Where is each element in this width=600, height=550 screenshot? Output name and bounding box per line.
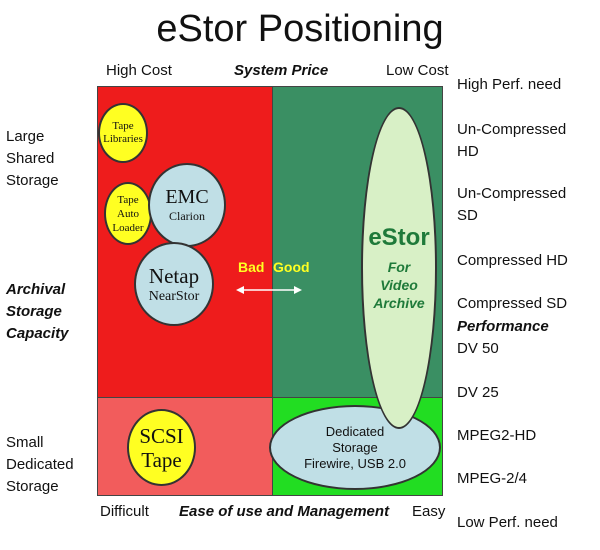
bad-label: Bad xyxy=(238,259,265,275)
left-bottom-line-2: Dedicated xyxy=(6,456,74,473)
format-compressed-hd: Compressed HD xyxy=(457,252,568,269)
tape-auto-loader-line-1: Tape xyxy=(117,193,139,206)
estor-sub-line-2: Video xyxy=(380,277,418,293)
emc-clarion-bubble: EMC Clarion xyxy=(148,163,226,247)
low-perf-need-label: Low Perf. need xyxy=(457,514,558,531)
format-uncompressed-hd-line-2: HD xyxy=(457,143,479,160)
tape-label: Tape xyxy=(141,447,182,472)
estor-subtitle: For Video Archive xyxy=(373,258,424,312)
easy-label: Easy xyxy=(412,503,446,520)
format-mpeg-2-4: MPEG-2/4 xyxy=(457,470,528,487)
tape-auto-loader-line-2: Auto xyxy=(117,207,139,220)
page-title: eStor Positioning xyxy=(156,8,444,50)
small-dedicated-storage-label: Small Dedicated Storage xyxy=(6,432,74,498)
estor-bubble: eStor For Video Archive xyxy=(361,107,437,429)
left-bottom-line-1: Small xyxy=(6,434,44,451)
tape-libraries-bubble: Tape Libraries xyxy=(98,103,148,163)
dedicated-line-1: Dedicated xyxy=(325,423,385,439)
performance-label: Performance xyxy=(457,318,549,335)
dedicated-line-3: Firewire, USB 2.0 xyxy=(304,455,406,471)
dedicated-line-2: Storage xyxy=(332,439,378,455)
format-uncompressed-sd-line-2: SD xyxy=(457,207,478,224)
high-perf-need-label: High Perf. need xyxy=(457,76,562,93)
high-cost-label: High Cost xyxy=(106,62,172,79)
large-shared-storage-label: Large Shared Storage xyxy=(6,126,59,192)
system-price-label: System Price xyxy=(234,62,329,79)
clarion-label: Clarion xyxy=(169,209,205,223)
tape-auto-loader-line-3: Loader xyxy=(112,221,144,234)
nearstor-label: NearStor xyxy=(148,288,200,304)
netap-label: Netap xyxy=(148,263,200,288)
left-bottom-line-3: Storage xyxy=(6,478,59,495)
archival-storage-capacity-label: Archival Storage Capacity xyxy=(6,279,69,345)
good-label: Good xyxy=(273,259,310,275)
format-uncompressed-hd-line-1: Un-Compressed xyxy=(457,121,567,138)
left-top-line-3: Storage xyxy=(6,172,59,189)
estor-label: eStor xyxy=(368,224,430,251)
tape-libraries-line-2: Libraries xyxy=(103,133,143,145)
tape-auto-loader-bubble: Tape Auto Loader xyxy=(104,182,152,245)
double-arrow-icon xyxy=(236,286,302,294)
format-uncompressed-sd-line-1: Un-Compressed xyxy=(457,185,567,202)
left-mid-line-3: Capacity xyxy=(6,325,69,342)
format-uncompressed-sd: Un-Compressed SD xyxy=(457,183,566,227)
estor-sub-line-3: Archive xyxy=(373,295,425,311)
ease-of-use-label: Ease of use and Management xyxy=(179,503,390,520)
low-cost-label: Low Cost xyxy=(386,62,449,79)
left-mid-line-1: Archival xyxy=(6,281,66,298)
left-top-line-2: Shared xyxy=(6,150,55,167)
dedicated-storage-bubble: Dedicated Storage Firewire, USB 2.0 xyxy=(269,405,441,490)
estor-sub-line-1: For xyxy=(387,259,411,275)
scsi-label: SCSI xyxy=(139,423,184,448)
format-dv-50: DV 50 xyxy=(457,340,499,357)
format-compressed-sd: Compressed SD xyxy=(457,295,568,312)
left-top-line-1: Large xyxy=(6,128,45,145)
emc-label: EMC xyxy=(165,186,209,208)
tape-libraries-line-1: Tape xyxy=(112,120,134,132)
format-mpeg2-hd: MPEG2-HD xyxy=(457,427,537,444)
difficult-label: Difficult xyxy=(100,503,149,520)
format-dv-25: DV 25 xyxy=(457,384,499,401)
left-mid-line-2: Storage xyxy=(6,303,62,320)
scsi-tape-bubble: SCSI Tape xyxy=(127,409,196,486)
netap-nearstor-bubble: Netap NearStor xyxy=(134,242,214,326)
format-uncompressed-hd: Un-Compressed HD xyxy=(457,119,566,163)
